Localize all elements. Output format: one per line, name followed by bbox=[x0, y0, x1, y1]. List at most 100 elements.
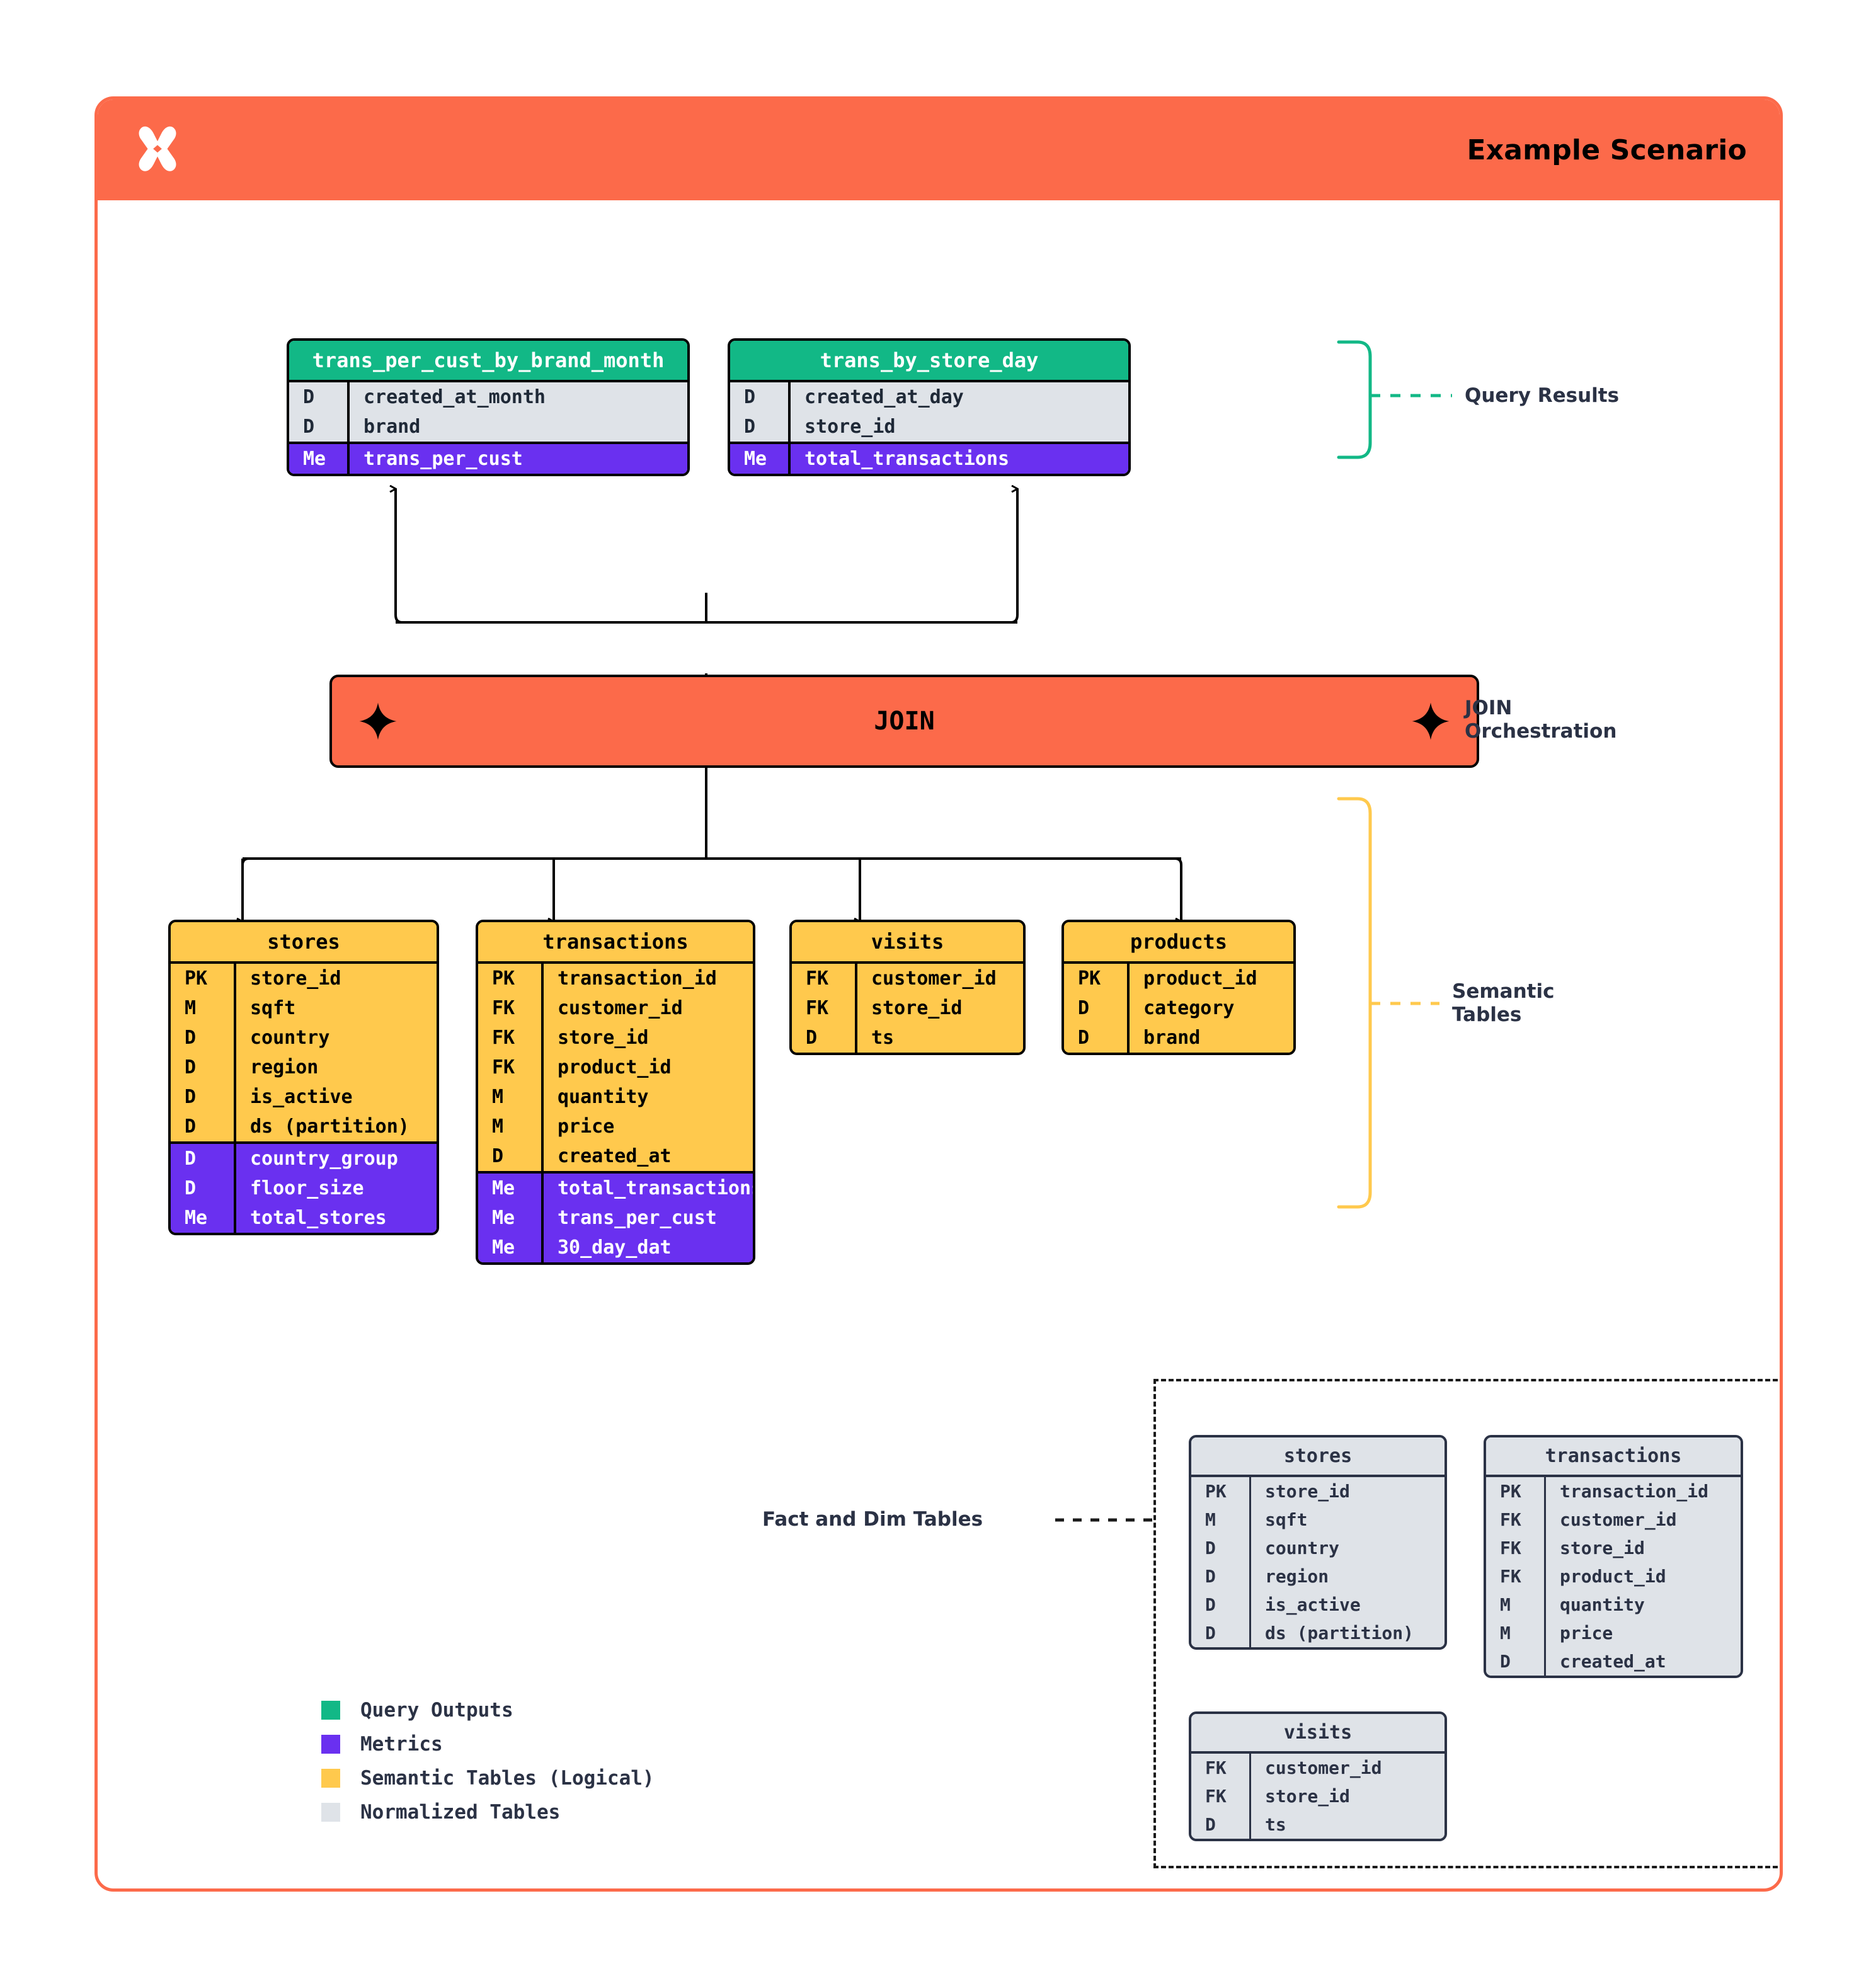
query-output-table-trans-by-store-day[interactable]: trans_by_store_day D created_at_day D st… bbox=[728, 338, 1131, 476]
table-title: visits bbox=[1191, 1714, 1445, 1754]
row-kind: FK bbox=[1500, 1566, 1521, 1587]
row-kind: M bbox=[1205, 1509, 1216, 1530]
row-field: total_stores bbox=[234, 1203, 437, 1233]
row-kind: D bbox=[1078, 997, 1090, 1019]
legend-swatch-semantic-tables bbox=[321, 1769, 340, 1788]
row-kind: D bbox=[185, 1177, 197, 1199]
row-kind: D bbox=[1500, 1651, 1511, 1672]
legend-item-semantic-tables: Semantic Tables (Logical) bbox=[321, 1761, 655, 1795]
table-title: products bbox=[1064, 922, 1293, 964]
row-field: transaction_id bbox=[1544, 1477, 1741, 1505]
legend-item-query-outputs: Query Outputs bbox=[321, 1693, 655, 1727]
row-field: store_id bbox=[1249, 1477, 1445, 1505]
row-field: store_id bbox=[541, 1023, 753, 1053]
row-kind: D bbox=[185, 1027, 197, 1049]
row-kind: Me bbox=[492, 1177, 515, 1199]
join-orchestration-bar[interactable]: JOIN bbox=[329, 675, 1479, 768]
table-row: D store_id bbox=[730, 412, 1128, 442]
row-field: total_transactions bbox=[788, 444, 1128, 474]
row-kind: D bbox=[1205, 1566, 1216, 1587]
row-field: product_id bbox=[541, 1053, 753, 1082]
row-kind: FK bbox=[1500, 1509, 1521, 1530]
row-field: customer_id bbox=[1544, 1505, 1741, 1534]
fact-and-dim-tables-group bbox=[1153, 1379, 1780, 1868]
row-field: ts bbox=[855, 1023, 1023, 1053]
row-kind: PK bbox=[1500, 1481, 1521, 1502]
row-field: created_at_day bbox=[788, 382, 1128, 412]
row-kind: PK bbox=[1205, 1481, 1227, 1502]
row-field: brand bbox=[347, 412, 687, 442]
row-field: store_id bbox=[1249, 1782, 1445, 1810]
row-kind: M bbox=[185, 997, 197, 1019]
legend-item-metrics: Metrics bbox=[321, 1727, 655, 1761]
row-kind: D bbox=[185, 1148, 197, 1170]
row-field: ds (partition) bbox=[1249, 1619, 1445, 1647]
row-field: sqft bbox=[234, 993, 437, 1023]
row-field: product_id bbox=[1127, 964, 1293, 993]
row-field: is_active bbox=[234, 1082, 437, 1112]
row-field: price bbox=[541, 1112, 753, 1141]
row-field: ts bbox=[1249, 1810, 1445, 1839]
row-kind: Me bbox=[303, 448, 326, 470]
row-kind: M bbox=[1500, 1594, 1511, 1615]
row-kind: PK bbox=[185, 968, 208, 990]
table-title: visits bbox=[792, 922, 1023, 964]
x-star-logo-icon bbox=[130, 123, 185, 177]
row-kind: D bbox=[1205, 1814, 1216, 1835]
row-kind: D bbox=[185, 1056, 197, 1078]
row-field: quantity bbox=[1544, 1591, 1741, 1619]
row-field: region bbox=[234, 1053, 437, 1082]
table-row: D brand bbox=[289, 412, 687, 442]
row-field: store_id bbox=[855, 993, 1023, 1023]
row-field: customer_id bbox=[855, 964, 1023, 993]
row-kind: PK bbox=[492, 968, 515, 990]
legend-label: Query Outputs bbox=[360, 1699, 513, 1722]
row-field: store_id bbox=[234, 964, 437, 993]
four-point-star-icon bbox=[358, 702, 398, 741]
four-point-star-icon bbox=[1411, 702, 1450, 741]
card-header: Example Scenario bbox=[98, 100, 1780, 200]
row-field: 30_day_dat bbox=[541, 1233, 753, 1262]
row-field: customer_id bbox=[1249, 1754, 1445, 1782]
table-title: trans_per_cust_by_brand_month bbox=[289, 341, 687, 382]
table-title: stores bbox=[1191, 1437, 1445, 1477]
row-field: country_group bbox=[234, 1144, 437, 1174]
row-field: sqft bbox=[1249, 1505, 1445, 1534]
join-label: JOIN bbox=[874, 707, 935, 736]
legend-swatch-normalized-tables bbox=[321, 1803, 340, 1822]
row-field: created_at_month bbox=[347, 382, 687, 412]
row-kind: Me bbox=[492, 1207, 515, 1229]
legend: Query Outputs Metrics Semantic Tables (L… bbox=[321, 1693, 655, 1829]
query-output-table-trans-per-cust-by-brand-month[interactable]: trans_per_cust_by_brand_month D created_… bbox=[287, 338, 690, 476]
table-title: transactions bbox=[478, 922, 753, 964]
metric-rows: Me total_transactions bbox=[730, 442, 1128, 474]
table-title: trans_by_store_day bbox=[730, 341, 1128, 382]
row-kind: FK bbox=[806, 968, 829, 990]
row-field: created_at bbox=[1544, 1647, 1741, 1676]
legend-label: Normalized Tables bbox=[360, 1801, 561, 1824]
